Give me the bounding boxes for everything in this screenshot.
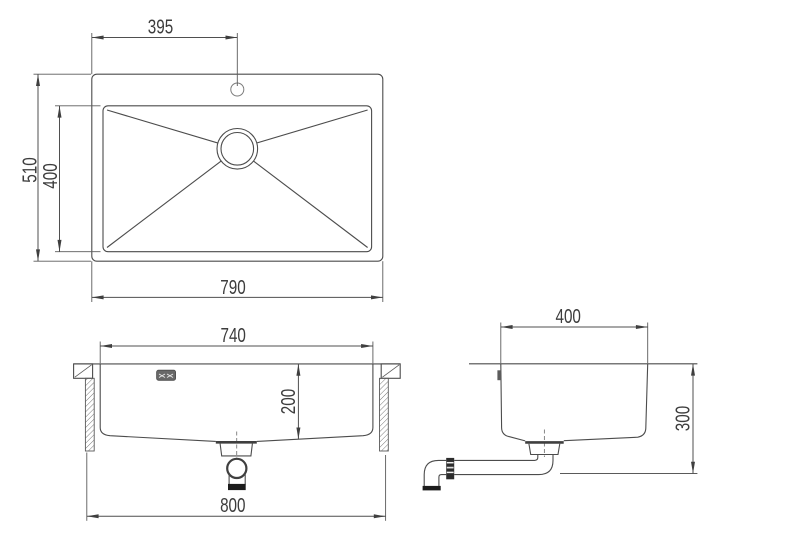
- dim-bowl-width-740: 740: [99, 325, 374, 364]
- dim-install-depth-300: 300: [560, 363, 698, 474]
- dim-label: 740: [221, 325, 246, 347]
- dim-bowl-height-200: 200: [278, 363, 301, 440]
- dim-label: 790: [220, 277, 245, 299]
- drain-trap-side: [422, 441, 564, 491]
- dim-overall-width-800: 800: [86, 452, 387, 521]
- pipe-end-cap-side: [422, 485, 441, 491]
- drain-assembly-front: [215, 440, 257, 491]
- bowl-diagonal-lines: [106, 109, 368, 248]
- dim-overall-width-790: 790: [91, 261, 384, 302]
- dim-label: 400: [40, 163, 62, 188]
- countertop-block-left: [73, 363, 94, 379]
- dim-label: 510: [20, 157, 42, 182]
- dim-bowl-width-side-400: 400: [500, 306, 649, 364]
- dim-bowl-depth-400: 400: [40, 105, 101, 253]
- dim-overall-depth-510: 510: [20, 73, 91, 262]
- top-view: 395 510 400 790: [20, 16, 384, 302]
- dim-hole-offset-395: 395: [91, 16, 238, 86]
- side-view: 400 300: [422, 306, 698, 491]
- bowl-section-side: [500, 363, 649, 442]
- drain-top: [216, 127, 259, 170]
- dim-label: 800: [220, 495, 245, 517]
- cabinet-wall-left: [84, 377, 95, 452]
- dim-label: 400: [556, 306, 581, 328]
- overflow-notch-side: [497, 370, 501, 381]
- trap-nut: [446, 457, 455, 480]
- sink-bowl-outline: [102, 105, 373, 253]
- front-view: 740 200 800: [73, 325, 401, 521]
- dim-label: 395: [148, 16, 173, 38]
- pipe-end-cap-front: [228, 483, 246, 491]
- countertop-block-right: [380, 363, 401, 379]
- overflow-badge: [156, 369, 177, 381]
- bowl-section-front: [99, 363, 374, 442]
- cabinet-wall-right: [379, 377, 389, 452]
- dim-label: 200: [278, 389, 300, 414]
- dim-label: 300: [673, 406, 695, 431]
